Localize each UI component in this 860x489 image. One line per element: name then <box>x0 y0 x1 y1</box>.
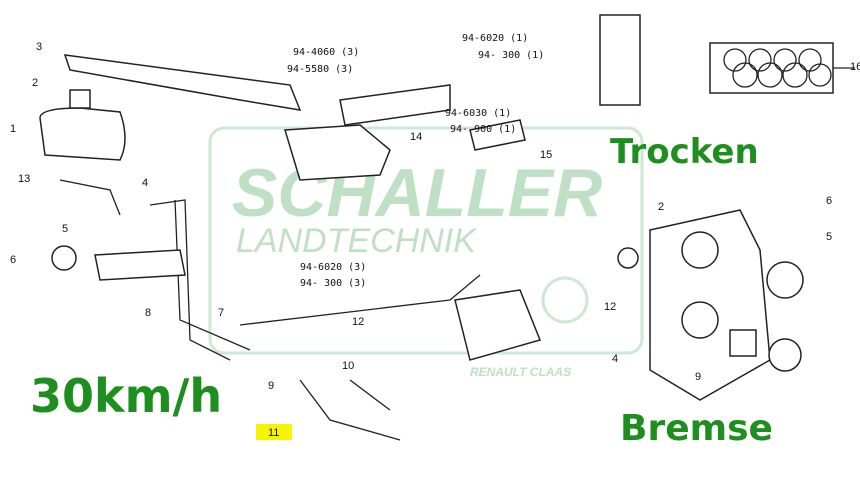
part-ref: 94- 900 (1) <box>450 124 516 135</box>
callout-r-4: 4 <box>612 353 618 365</box>
callout-r-5: 5 <box>826 231 832 243</box>
callout-r-9: 9 <box>695 371 701 383</box>
callout-r-2: 2 <box>658 201 664 213</box>
callout-13: 13 <box>18 173 30 185</box>
callout-2: 2 <box>32 77 38 89</box>
callout-4: 4 <box>142 177 148 189</box>
callout-12: 12 <box>352 316 364 328</box>
callout-9: 9 <box>268 380 274 392</box>
callout-10: 10 <box>342 360 354 372</box>
watermark: SCHALLER LANDTECHNIK <box>208 126 644 355</box>
annotation-speed: 30km/h <box>30 369 222 423</box>
watermark-tractor: RENAULT CLAAS <box>470 365 571 379</box>
part-ref: 94-6020 (1) <box>462 33 528 44</box>
annotation-bremse: Bremse <box>620 408 773 449</box>
annotation-trocken: Trocken <box>610 132 759 172</box>
callouts-left: 3 2 1 13 4 5 6 8 7 9 10 11 12 14 15 16 <box>10 41 860 439</box>
indicator-panel <box>709 42 855 94</box>
callout-11: 11 <box>268 427 279 439</box>
callout-16: 16 <box>850 61 860 73</box>
callout-8: 8 <box>145 307 151 319</box>
part-ref: 94- 300 (3) <box>300 278 366 289</box>
watermark-brand: SCHALLER <box>232 155 602 231</box>
part-references: 94-4060 (3) 94-5580 (3) 94-6020 (1) 94- … <box>287 33 544 289</box>
part-ref: 94-6030 (1) <box>445 108 511 119</box>
callout-14: 14 <box>410 131 422 143</box>
callout-15: 15 <box>540 149 552 161</box>
part-ref: 94- 300 (1) <box>478 50 544 61</box>
callout-r-12: 12 <box>604 301 616 313</box>
part-ref: 94-5580 (3) <box>287 64 353 75</box>
callout-r-6: 6 <box>826 195 832 207</box>
highlight-part-11 <box>256 424 292 440</box>
part-ref: 94-6020 (3) <box>300 262 366 273</box>
callout-6: 6 <box>10 254 16 266</box>
part-ref: 94-4060 (3) <box>293 47 359 58</box>
left-assembly <box>39 54 542 441</box>
callout-7: 7 <box>218 307 224 319</box>
watermark-sub: LANDTECHNIK <box>236 222 477 260</box>
callout-1: 1 <box>10 123 16 135</box>
callout-3: 3 <box>36 41 42 53</box>
callout-5: 5 <box>62 223 68 235</box>
callouts-right: 2 6 5 12 9 4 <box>604 195 832 383</box>
part-6-icon <box>51 245 77 271</box>
right-assembly <box>599 14 804 401</box>
